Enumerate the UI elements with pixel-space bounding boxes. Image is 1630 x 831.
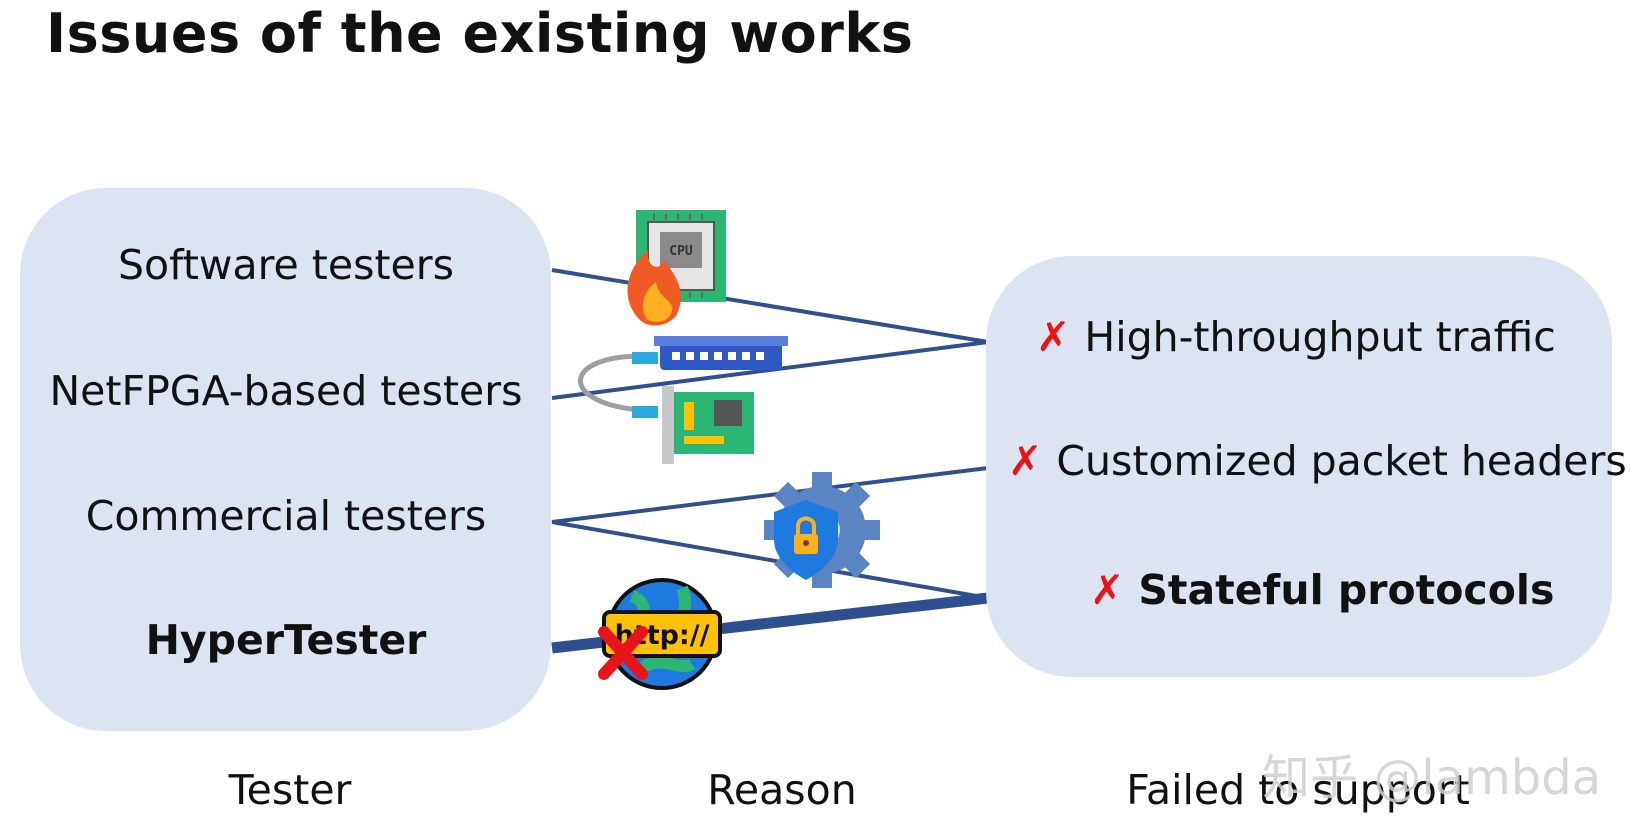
failed-item-stateful: ✗ Stateful protocols (1090, 566, 1554, 614)
tester-commercial: Commercial testers (85, 492, 487, 540)
cross-mark-icon: ✗ (1008, 437, 1043, 485)
tester-software: Software testers (118, 241, 454, 289)
http-globe-cross-icon: http:// (598, 578, 722, 690)
column-label-tester: Tester (228, 766, 352, 814)
column-label-reason: Reason (707, 766, 857, 814)
cpu-chip-label: CPU (669, 244, 693, 259)
failed-item-label: High-throughput traffic (1084, 313, 1556, 361)
tester-box (20, 188, 551, 731)
line-software-throughput (551, 268, 989, 344)
failed-item-label: Stateful protocols (1138, 566, 1555, 614)
failed-item-label: Customized packet headers (1056, 437, 1627, 485)
cross-mark-icon: ✗ (1090, 566, 1125, 614)
watermark: 知乎 @lambda (1262, 750, 1602, 806)
failed-item-throughput: ✗ High-throughput traffic (1036, 313, 1556, 361)
netfpga-switch-card-icon (578, 336, 788, 464)
line-commercial-stateful (551, 520, 989, 600)
column-label-failed: Failed to support (1126, 766, 1470, 814)
gear-shield-lock-icon (764, 472, 880, 588)
failed-support-box (986, 256, 1612, 677)
cross-mark-icon: ✗ (1036, 313, 1071, 361)
tester-netfpga: NetFPGA-based testers (49, 367, 523, 415)
cpu-fire-icon: CPU (627, 210, 726, 326)
tester-hypertester: HyperTester (145, 616, 427, 664)
line-commercial-headers (551, 466, 989, 524)
page-title: Issues of the existing works (46, 2, 914, 65)
failed-item-headers: ✗ Customized packet headers (1008, 437, 1627, 485)
